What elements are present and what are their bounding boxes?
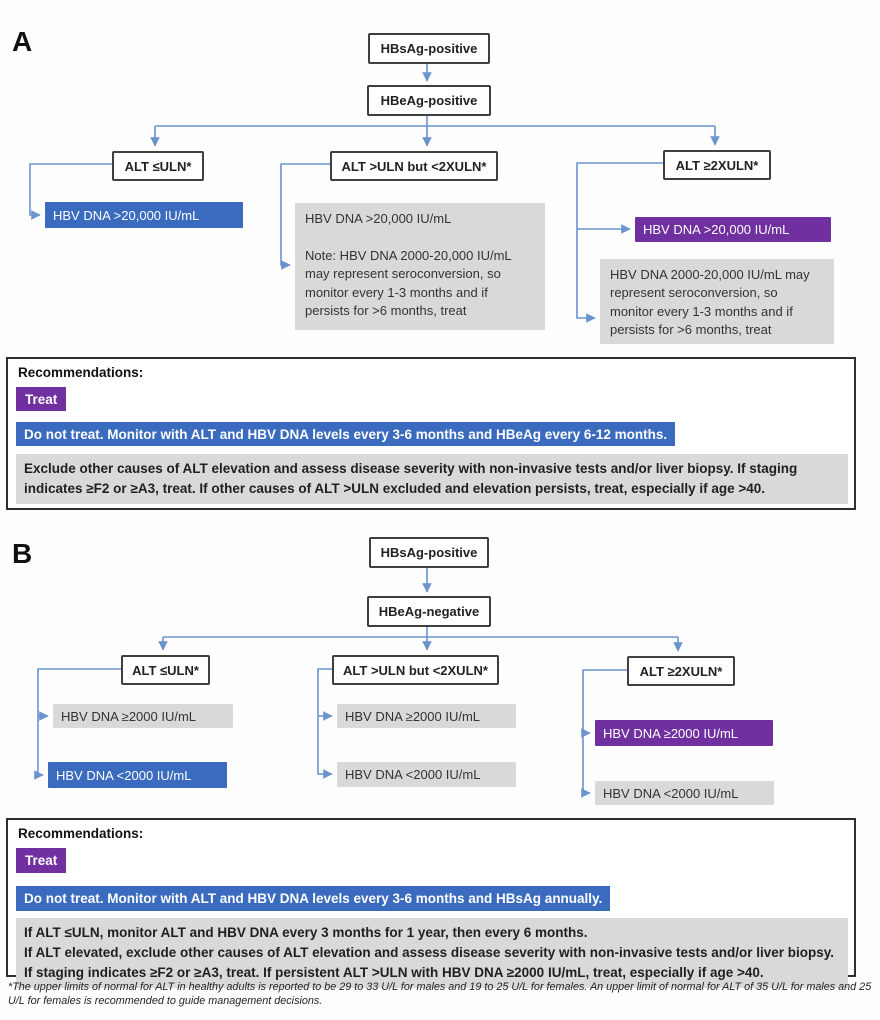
node-hbsag-positive-a: HBsAg-positive [368,33,490,64]
uln-footnote: *The upper limits of normal for ALT in h… [8,981,872,1008]
treat-legend-chip-b: Treat [16,848,67,873]
node-hbeag-negative: HBeAg-negative [367,596,491,627]
node-hbsag-positive-b: HBsAg-positive [369,537,489,568]
recommendations-heading-b: Recommendations: [18,826,144,841]
evaluate-legend-b: If ALT ≤ULN, monitor ALT and HBV DNA eve… [16,918,848,988]
do-not-treat-legend-a: Do not treat. Monitor with ALT and HBV D… [16,422,676,446]
node-alt-above-2x-uln-a: ALT ≥2XULN* [663,150,771,180]
node-alt-below-uln-a: ALT ≤ULN* [112,151,204,181]
result-hbv-dna-low-b1: HBV DNA <2000 IU/mL [48,762,227,788]
result-hbv-dna-seroconversion-a3: HBV DNA 2000-20,000 IU/mL may represent … [600,259,834,344]
recommendations-box-a: Recommendations: Treat Do not treat. Mon… [6,357,856,510]
result-hbv-dna-high-treat-b3: HBV DNA ≥2000 IU/mL [595,720,773,746]
node-alt-1to2x-uln-a: ALT >ULN but <2XULN* [330,151,498,181]
recommendations-box-b: Recommendations: Treat Do not treat. Mon… [6,818,856,988]
result-hbv-dna-high-treat-a3: HBV DNA >20,000 IU/mL [635,217,831,242]
result-hbv-dna-low-b2: HBV DNA <2000 IU/mL [337,762,516,787]
recommendations-heading-a: Recommendations: [18,365,144,380]
node-alt-below-uln-b: ALT ≤ULN* [121,655,210,685]
result-hbv-dna-high-treat-candidate-a1: HBV DNA >20,000 IU/mL [45,202,243,228]
result-hbv-dna-high-b2: HBV DNA ≥2000 IU/mL [337,704,516,728]
panel-a-label: A [12,26,33,57]
node-hbeag-positive: HBeAg-positive [367,85,491,116]
result-hbv-dna-note-a2: HBV DNA >20,000 IU/mL Note: HBV DNA 2000… [295,203,545,330]
node-alt-1to2x-uln-b: ALT >ULN but <2XULN* [332,655,499,685]
result-hbv-dna-high-b1: HBV DNA ≥2000 IU/mL [53,704,233,728]
result-hbv-dna-low-b3: HBV DNA <2000 IU/mL [595,781,774,805]
treat-legend-chip-a: Treat [16,387,67,411]
node-alt-above-2x-uln-b: ALT ≥2XULN* [627,656,735,686]
panel-b-label: B [12,538,33,569]
evaluate-legend-a: Exclude other causes of ALT elevation an… [16,454,848,504]
do-not-treat-legend-b: Do not treat. Monitor with ALT and HBV D… [16,886,611,911]
